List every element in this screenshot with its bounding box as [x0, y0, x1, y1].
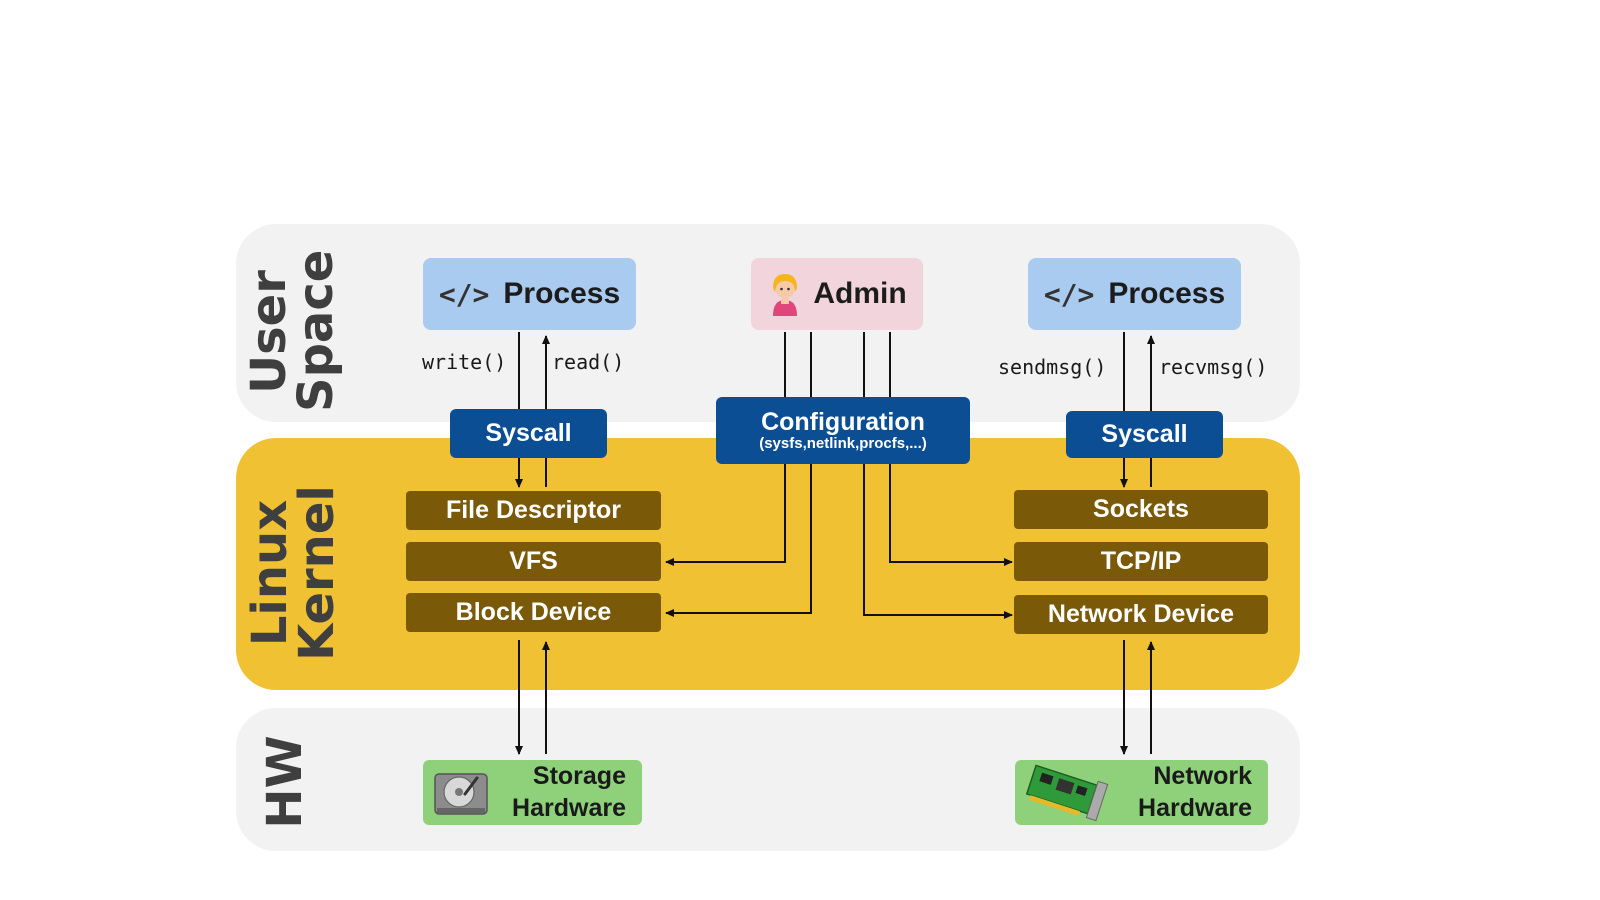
tcp-ip-box: TCP/IP [1014, 542, 1268, 581]
hard-disk-icon [434, 772, 488, 815]
sockets-box: Sockets [1014, 490, 1268, 529]
sockets-label: Sockets [1093, 495, 1189, 523]
storage-hardware-box: Storage Hardware [423, 760, 642, 825]
vfs-label: VFS [509, 547, 558, 575]
network-device-label: Network Device [1047, 600, 1235, 628]
process-left-label: Process [503, 277, 621, 310]
sendmsg-call-label: sendmsg() [998, 355, 1107, 379]
configuration-label: Configuration [761, 407, 925, 436]
vfs-box: VFS [406, 542, 661, 581]
config-to-tcpip-arrow [889, 464, 1013, 566]
admin-box: Admin [751, 258, 923, 330]
admin-person-icon [773, 274, 798, 316]
config-to-netdev-arrow [863, 464, 1013, 619]
config-to-vfs-arrow [665, 464, 786, 566]
syscall-left-label: Syscall [485, 419, 572, 447]
config-to-block-arrow [665, 464, 812, 617]
network-card-icon [1025, 763, 1109, 821]
syscall-left-box: Syscall [450, 409, 607, 458]
process-right-box: </> Process [1028, 258, 1241, 330]
file-descriptor-label: File Descriptor [445, 496, 622, 524]
syscall-right-label: Syscall [1101, 420, 1188, 448]
read-call-label: read() [552, 350, 625, 374]
file-descriptor-box: File Descriptor [406, 491, 661, 530]
configuration-box: Configuration (sysfs,netlink,procfs,...) [716, 397, 970, 464]
network-hardware-line1: Network [1153, 762, 1252, 791]
process-right-label: Process [1108, 277, 1226, 310]
configuration-sublabel: (sysfs,netlink,procfs,...) [759, 435, 927, 452]
tcp-ip-label: TCP/IP [1100, 547, 1182, 575]
write-call-label: write() [422, 350, 507, 374]
code-brackets-icon: </> [1043, 277, 1095, 311]
admin-label: Admin [813, 277, 907, 310]
storage-hardware-line1: Storage [532, 762, 626, 791]
storage-hardware-line2: Hardware [512, 793, 626, 822]
recvmsg-call-label: recvmsg() [1159, 355, 1268, 379]
code-brackets-icon: </> [438, 277, 490, 311]
network-hardware-box: Network Hardware [1015, 760, 1268, 825]
network-device-box: Network Device [1014, 595, 1268, 634]
block-device-box: Block Device [406, 593, 661, 632]
block-device-label: Block Device [455, 598, 612, 626]
syscall-right-box: Syscall [1066, 411, 1223, 458]
network-hardware-line2: Hardware [1138, 793, 1252, 822]
process-left-box: </> Process [423, 258, 636, 330]
